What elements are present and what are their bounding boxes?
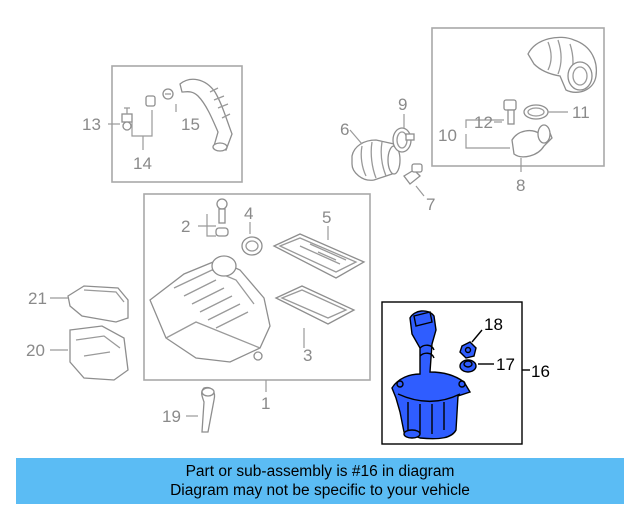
info-banner: Part or sub-assembly is #16 in diagram D… [16, 458, 624, 504]
group-box-16 [381, 301, 530, 445]
part-9-clamp [392, 127, 415, 153]
callout-11: 11 [572, 103, 590, 122]
callout-4: 4 [244, 204, 253, 223]
part-10-elbow [511, 124, 553, 158]
part-12-sensor [503, 99, 517, 125]
group-box-main [143, 193, 371, 392]
group-box-8-12 [431, 27, 605, 172]
callout-10: 10 [438, 126, 457, 145]
callout-9: 9 [398, 95, 407, 114]
callout-6: 6 [340, 120, 349, 139]
callout-1: 1 [261, 394, 270, 413]
callout-2: 2 [181, 217, 190, 236]
callout-15: 15 [181, 115, 200, 134]
part-4-seal-ring [241, 236, 263, 256]
part-7-sensor [403, 163, 423, 185]
callout-labels: 1 2 3 4 5 6 7 8 9 10 11 12 13 14 15 16 1… [26, 95, 590, 426]
callout-19: 19 [162, 407, 181, 426]
callout-5: 5 [322, 208, 331, 227]
callout-17: 17 [496, 355, 515, 374]
banner-line-disclaimer: Diagram may not be specific to your vehi… [170, 482, 470, 499]
callout-18: 18 [484, 315, 503, 334]
callout-13: 13 [82, 115, 101, 134]
callout-8: 8 [516, 176, 525, 195]
part-18-nut [459, 341, 477, 359]
part-21-cover [67, 285, 129, 323]
part-1-air-cleaner-body [149, 255, 271, 363]
part-14-fittings [145, 88, 174, 107]
part-3-filter-element [274, 285, 356, 325]
part-17-grommet [459, 359, 477, 373]
callout-12: 12 [474, 113, 493, 132]
group-box-13-15 [108, 65, 243, 183]
part-16-resonator [391, 310, 472, 440]
part-8-intake-duct [527, 36, 598, 93]
callout-7: 7 [426, 195, 435, 214]
part-20-bracket [69, 325, 129, 381]
part-19-drain-tube [201, 386, 216, 433]
callout-20: 20 [26, 341, 45, 360]
callout-3: 3 [303, 346, 312, 365]
banner-line-part: Part or sub-assembly is #16 in diagram [185, 463, 455, 480]
part-11-clamp [523, 104, 549, 120]
part-5-filter-lid [272, 233, 366, 279]
part-6-coupler [351, 139, 401, 181]
part-2-bolt [215, 198, 229, 237]
callout-16: 16 [531, 362, 550, 381]
part-13-bolt [121, 107, 133, 131]
callout-14: 14 [133, 154, 152, 173]
callout-21: 21 [28, 289, 47, 308]
part-15-hose [179, 78, 233, 152]
